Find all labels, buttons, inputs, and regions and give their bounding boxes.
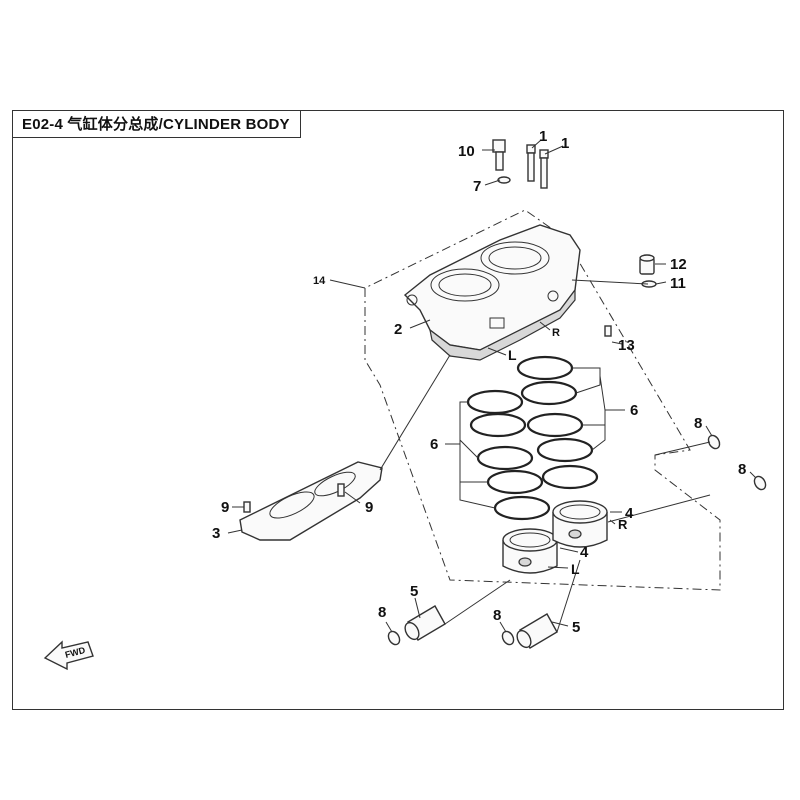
piston-left	[502, 528, 558, 574]
circlip-8-a	[707, 434, 721, 450]
dowel-pin-13	[604, 325, 612, 337]
callout-12: 12	[670, 256, 687, 273]
callout-13: 13	[618, 337, 635, 354]
callout-7: 7	[473, 178, 481, 195]
piston-right	[552, 500, 608, 548]
callout-4b: 4	[580, 544, 589, 561]
circlip-8-d	[501, 630, 515, 646]
callout-1a: 1	[539, 128, 547, 145]
callout-10: 10	[458, 143, 475, 160]
callout-8b: 8	[738, 461, 746, 478]
forward-direction-arrow: FWD	[43, 640, 94, 671]
piston-pin-right	[516, 613, 558, 649]
bolt-1-left	[526, 144, 536, 182]
side-label-l1: L	[508, 347, 517, 363]
callout-8d: 8	[493, 607, 501, 624]
callout-5a: 5	[410, 583, 418, 600]
callout-9b: 9	[365, 499, 373, 516]
dowel-pin-9-right	[337, 483, 345, 497]
side-label-l2: L	[571, 561, 580, 577]
side-label-r2: R	[618, 517, 628, 532]
leader-lines	[227, 139, 757, 633]
callout-11: 11	[670, 275, 686, 292]
callout-labels: 10 7 1 1 14 2 12 11 13 R L 6 6 8 8 4 R 4…	[212, 128, 746, 636]
cylinder-base-gasket	[239, 461, 383, 541]
callout-4a: 4	[625, 505, 634, 522]
callout-14: 14	[313, 275, 326, 287]
callout-6b: 6	[430, 436, 438, 453]
plug-12	[639, 254, 655, 275]
bolt-10	[492, 139, 506, 171]
side-label-r1: R	[552, 327, 560, 339]
piston-ring-set-left	[466, 389, 551, 521]
diagram-frame	[12, 110, 784, 710]
callout-1b: 1	[561, 135, 569, 152]
callout-8a: 8	[694, 415, 702, 432]
bolt-1-right	[539, 149, 549, 189]
callout-9a: 9	[221, 499, 229, 516]
piston-pin-left	[404, 605, 446, 641]
callout-2: 2	[394, 321, 402, 338]
circlip-8-c	[387, 630, 401, 646]
callout-6a: 6	[630, 402, 638, 419]
cylinder-block	[403, 224, 581, 361]
circlip-8-b	[753, 475, 767, 491]
page-title: E02-4 气缸体分总成/CYLINDER BODY	[12, 110, 301, 138]
callout-3: 3	[212, 525, 220, 542]
washer-7	[497, 176, 511, 184]
callout-5b: 5	[572, 619, 580, 636]
piston-ring-set-right	[516, 355, 599, 490]
assembly-group-outline	[364, 209, 721, 591]
dowel-pin-9-left	[243, 501, 251, 513]
callout-8c: 8	[378, 604, 386, 621]
